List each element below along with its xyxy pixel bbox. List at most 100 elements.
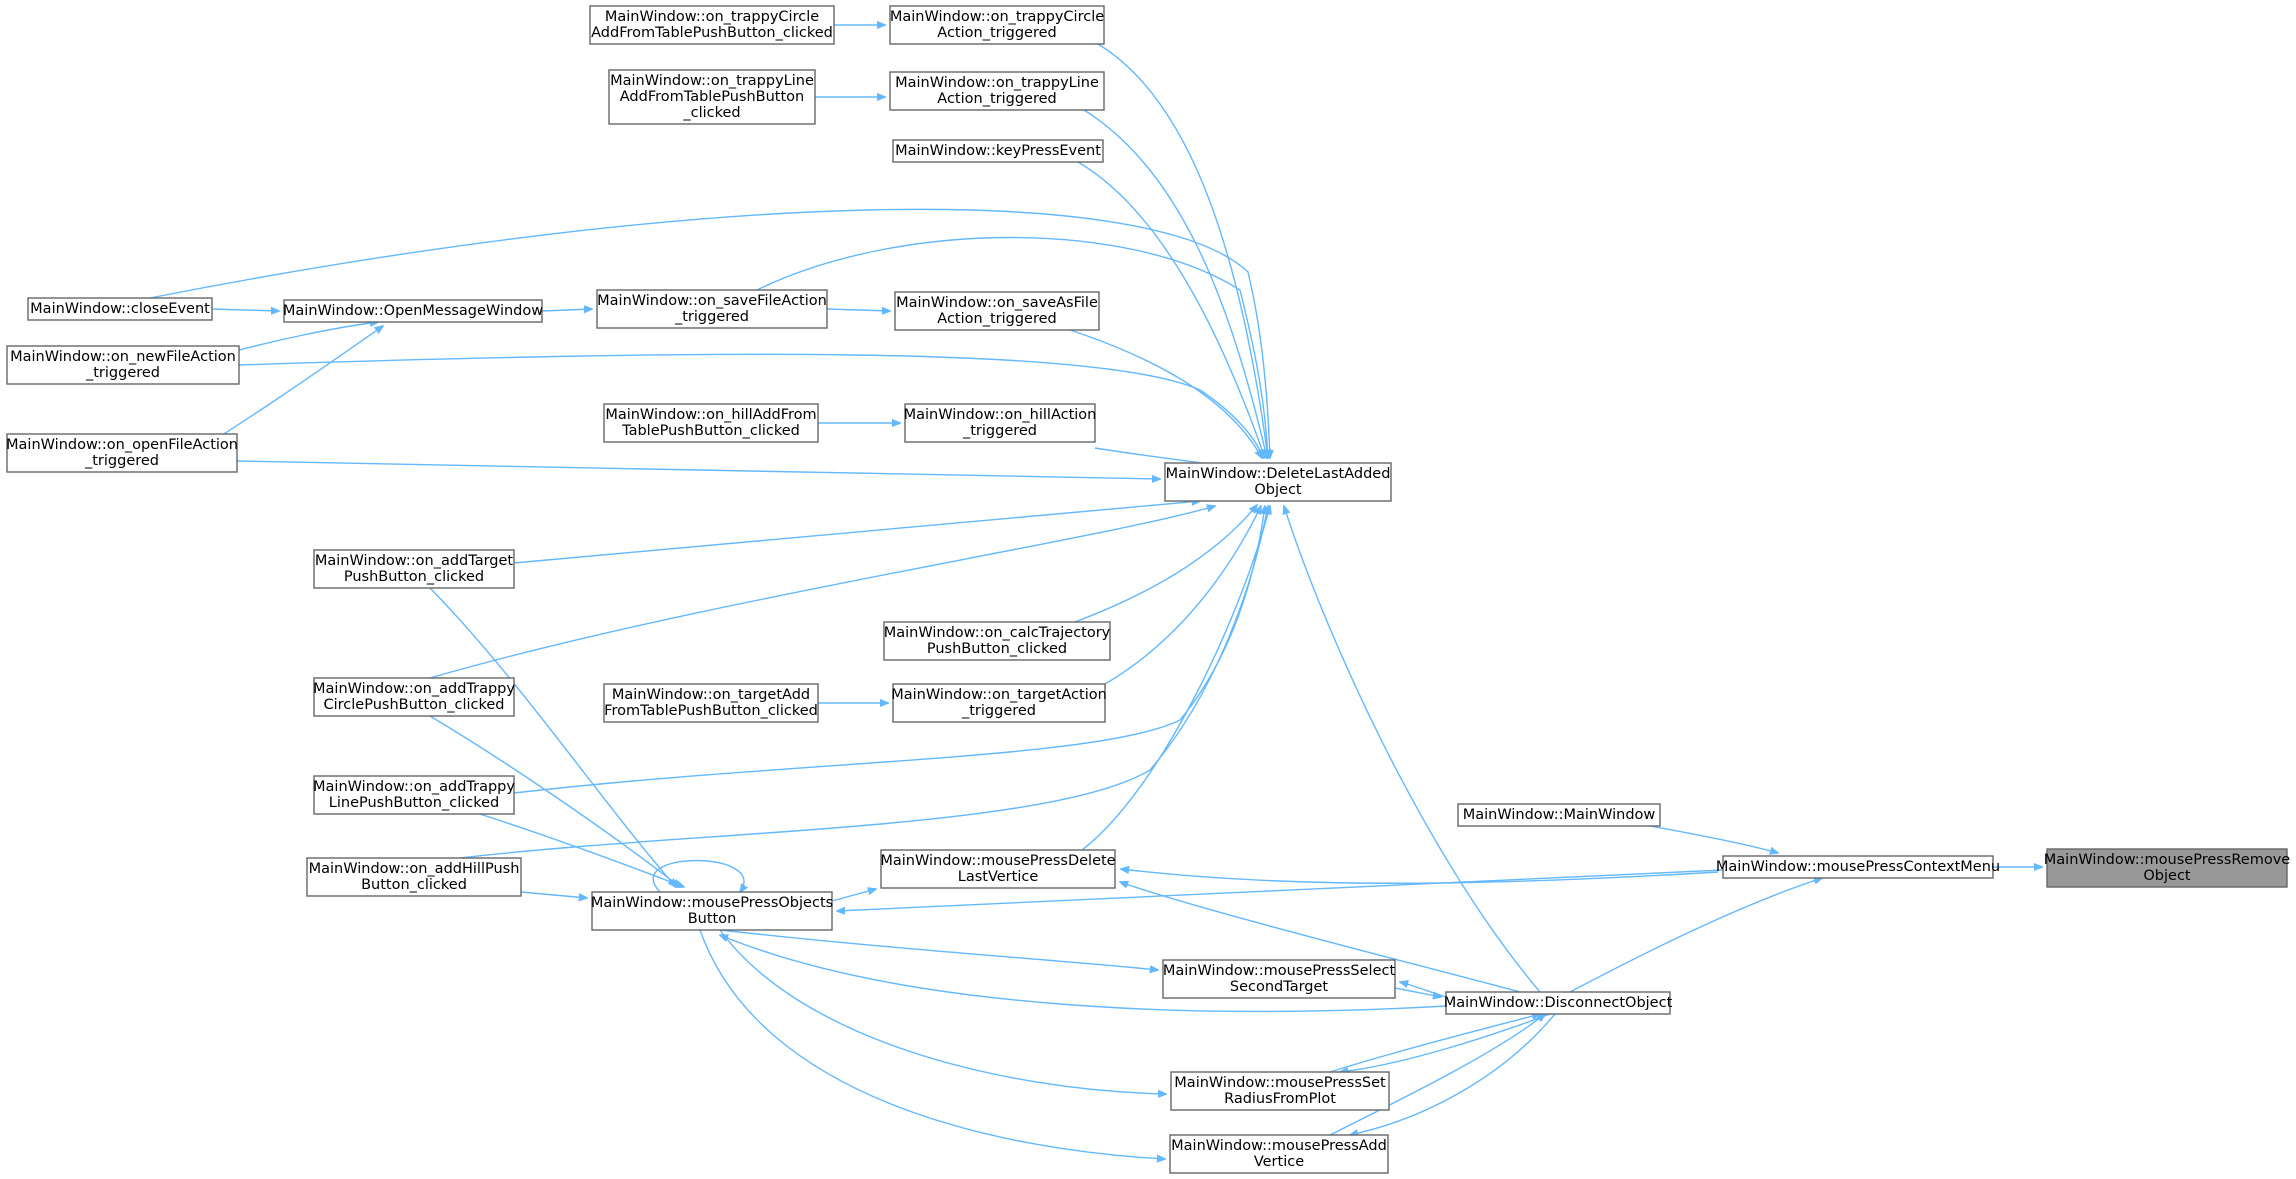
node-label: SecondTarget [1230,979,1329,995]
node-box [889,5,1105,45]
call-edge-closeEvent-to-deleteLast [149,208,1270,458]
node-label: FromTablePushButton_clicked [604,703,818,719]
node-label: Button [688,911,737,927]
call-edge-closeEvent-to-openMessage [211,309,279,311]
node-label: MainWindow::DeleteLastAdded [1166,466,1391,482]
node-openFile[interactable]: MainWindow::on_openFileAction_triggered [6,433,238,473]
node-box [313,549,515,589]
node-label: TablePushButton_clicked [621,423,800,439]
node-addTrappyCircle[interactable]: MainWindow::on_addTrappyCirclePushButton… [313,677,515,717]
node-box [313,775,515,815]
node-targetAdd[interactable]: MainWindow::on_targetAddFromTablePushBut… [603,683,819,723]
node-closeEvent[interactable]: MainWindow::closeEvent [27,297,213,321]
node-label: _triggered [962,423,1037,439]
node-label: MainWindow::mousePressDelete [880,853,1115,869]
call-edge-mainWindow-to-pressContext [1649,825,1778,853]
node-box [1169,1134,1389,1174]
node-label: LastVertice [958,869,1039,885]
node-label: MainWindow::MainWindow [1463,807,1656,823]
node-targetAction[interactable]: MainWindow::on_targetAction_triggered [891,683,1107,723]
node-label: _clicked [682,105,740,121]
node-box [283,299,543,323]
call-edge-disconnect-to-pressAddVertice [1350,1013,1556,1135]
node-newFile[interactable]: MainWindow::on_newFileAction_triggered [6,345,240,385]
node-label: _triggered [85,365,160,381]
call-edge-addTrappyCircle-to-pressObjects [429,715,680,887]
node-label: MainWindow::on_trappyLine [895,75,1099,91]
node-box [904,403,1096,443]
node-label: MainWindow::mousePressObjects [591,895,833,911]
node-box [1722,855,1994,879]
node-label: MainWindow::on_targetAction [891,687,1107,703]
node-label: Object [1254,482,1302,498]
node-label: RadiusFromPlot [1224,1091,1336,1107]
node-label: MainWindow::on_trappyCircle [605,9,819,25]
node-box [6,433,238,473]
node-label: MainWindow::on_targetAdd [612,687,810,703]
node-box [591,891,833,931]
node-box [603,683,819,723]
node-calcTraj[interactable]: MainWindow::on_calcTrajectoryPushButton_… [883,621,1111,661]
node-label: MainWindow::DisconnectObject [1444,995,1673,1011]
node-trappyCircleAction[interactable]: MainWindow::on_trappyCircleAction_trigge… [889,5,1105,45]
call-edge-disconnect-to-pressDeleteVertice [1120,882,1521,993]
call-edge-pressContext-to-pressDeleteVertice [1121,869,1719,884]
call-edge-addTrappyCircle-to-deleteLast [429,506,1215,679]
node-saveFile[interactable]: MainWindow::on_saveFileAction_triggered [596,289,828,329]
call-edge-calcTraj-to-deleteLast [1074,505,1257,623]
call-edge-addHill-to-pressObjects [520,891,587,898]
node-trappyCircleAdd[interactable]: MainWindow::on_trappyCircleAddFromTableP… [589,5,835,45]
node-box [1445,991,1671,1015]
call-edge-openFile-to-deleteLast [236,460,1160,479]
node-hillAdd[interactable]: MainWindow::on_hillAddFromTablePushButto… [603,403,819,443]
node-label: MainWindow::on_hillAddFrom [605,407,816,423]
node-box [608,69,816,125]
node-mainWindow[interactable]: MainWindow::MainWindow [1457,803,1661,827]
call-edge-disconnect-to-pressSetRadius [1340,1013,1551,1072]
call-edge-addTrappyLine-to-pressObjects [479,813,684,887]
edges [149,25,2042,1159]
node-openMessage[interactable]: MainWindow::OpenMessageWindow [283,299,543,323]
node-label: Button_clicked [361,877,467,893]
node-box [2046,848,2288,888]
node-label: MainWindow::on_addTrappy [313,779,515,795]
call-edge-pressObjects-to-pressAddVertice [699,929,1165,1159]
node-label: CirclePushButton_clicked [324,697,505,713]
node-box [313,677,515,717]
node-box [306,857,522,897]
node-hillAction[interactable]: MainWindow::on_hillAction_triggered [904,403,1097,443]
node-label: MainWindow::on_addTarget [315,553,514,569]
node-label: Vertice [1254,1154,1304,1170]
node-label: Action_triggered [937,91,1056,107]
node-label: LinePushButton_clicked [329,795,499,811]
node-box [27,297,213,321]
call-edge-disconnect-to-pressSelectSecond [1400,982,1447,998]
node-box [1162,959,1396,999]
node-trappyLineAction[interactable]: MainWindow::on_trappyLineAction_triggere… [889,71,1105,111]
node-box [596,289,828,329]
call-edge-newFile-to-openMessage [238,322,378,351]
call-edge-openMessage-to-saveFile [541,309,592,311]
node-label: MainWindow::on_addHillPush [309,861,520,877]
node-addTarget[interactable]: MainWindow::on_addTargetPushButton_click… [313,549,515,589]
node-label: AddFromTablePushButton [620,89,805,105]
node-label: Action_triggered [937,25,1056,41]
node-addTrappyLine[interactable]: MainWindow::on_addTrappyLinePushButton_c… [313,775,515,815]
node-label: _triggered [961,703,1036,719]
node-pressContext[interactable]: MainWindow::mousePressContextMenu [1716,855,2000,879]
call-edge-keyPress-to-deleteLast [1077,161,1265,458]
node-saveAsFile[interactable]: MainWindow::on_saveAsFileAction_triggere… [894,291,1100,331]
node-disconnect[interactable]: MainWindow::DisconnectObject [1444,991,1673,1015]
call-edge-trappyLineAction-to-deleteLast [1083,109,1267,458]
node-trappyLineAdd[interactable]: MainWindow::on_trappyLineAddFromTablePus… [608,69,816,125]
node-keyPress[interactable]: MainWindow::keyPressEvent [892,139,1104,163]
